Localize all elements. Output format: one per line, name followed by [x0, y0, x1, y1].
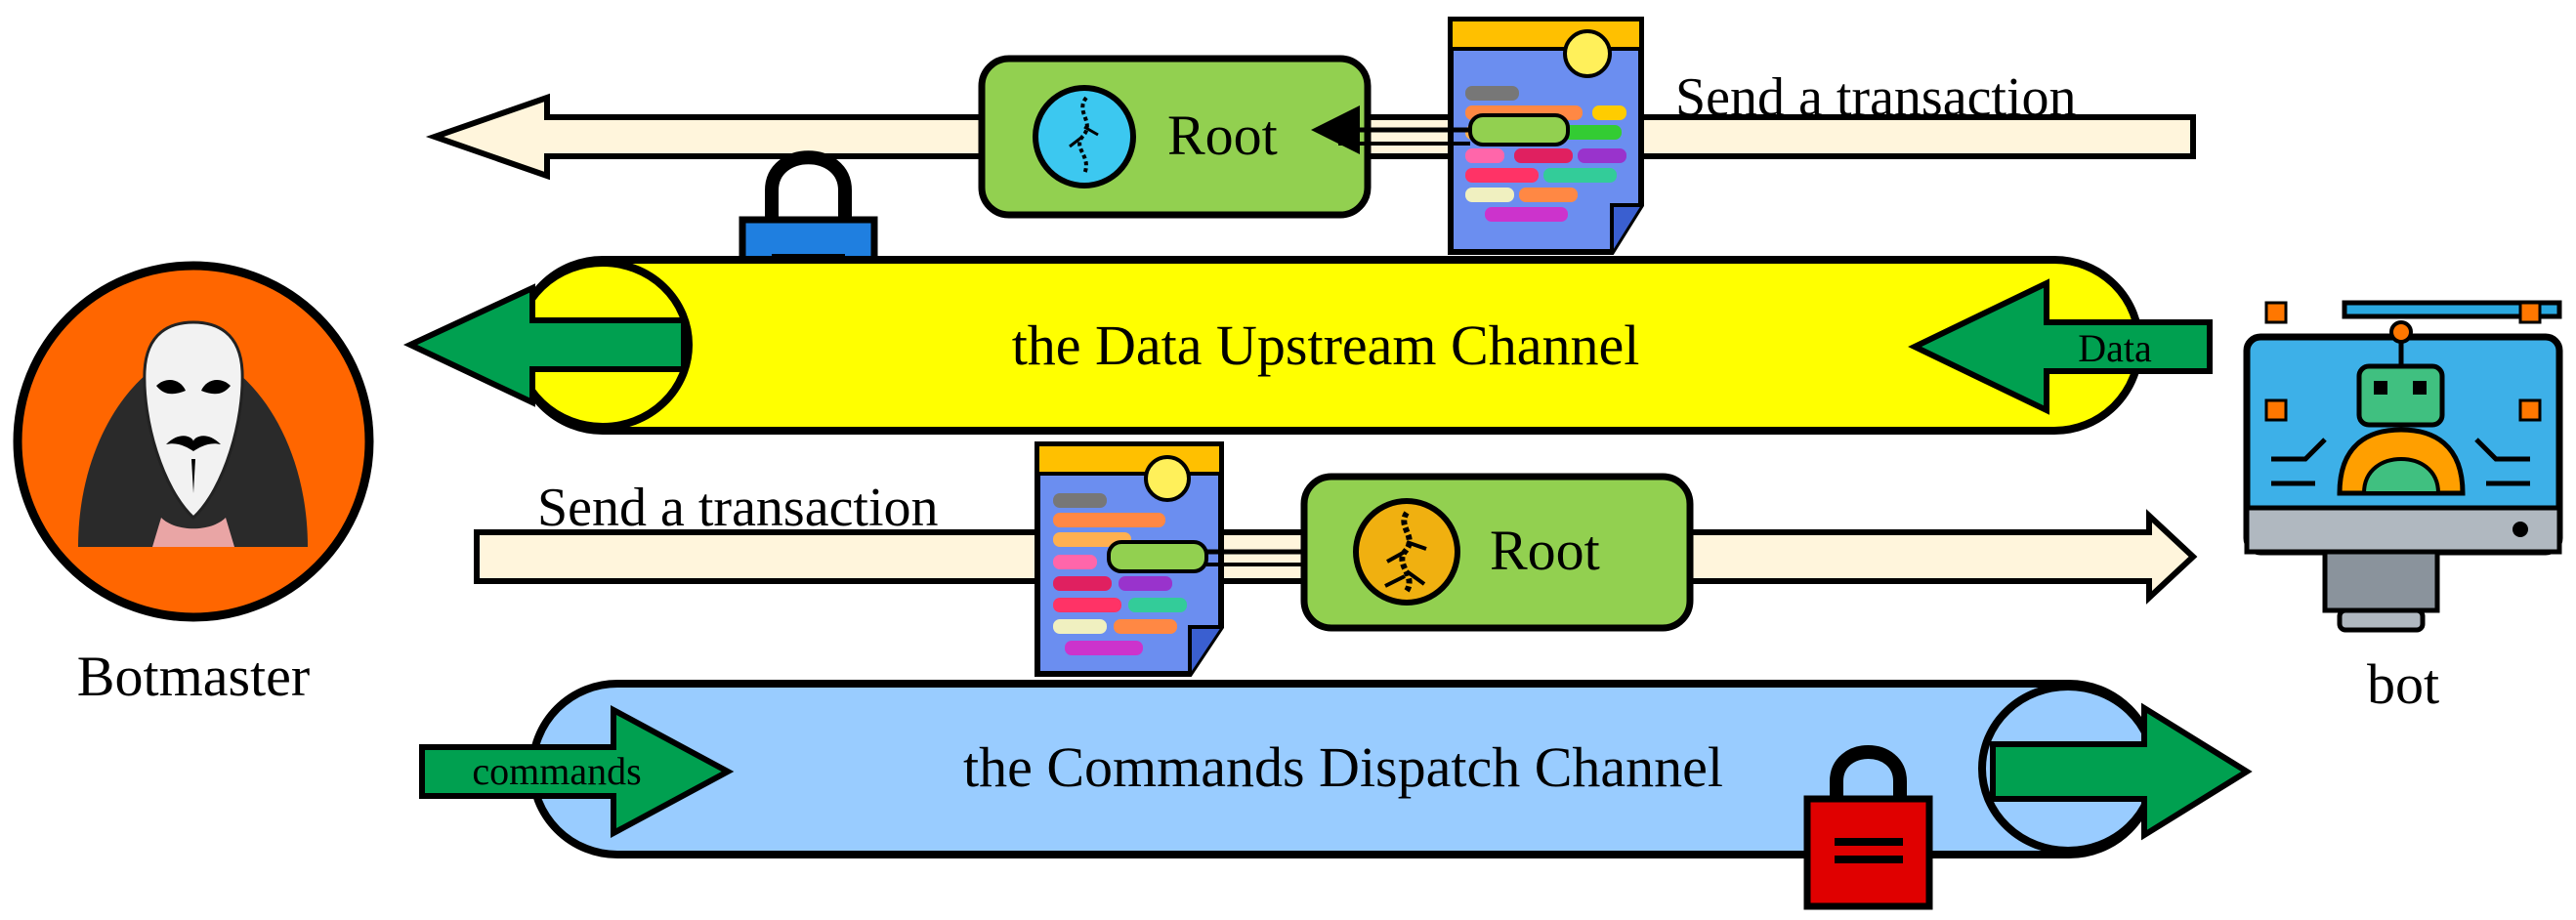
- botmaster-label: Botmaster: [77, 645, 310, 708]
- code-document-icon-top: [1448, 17, 1644, 255]
- hacker-mask-icon: [13, 261, 374, 622]
- data-arrow-label: Data: [2078, 326, 2152, 370]
- upstream-outflow-arrow: [402, 283, 687, 407]
- root-label-top: Root: [1167, 104, 1278, 167]
- send-transaction-label-bottom: Send a transaction: [537, 478, 939, 538]
- root-box-bottom: Root: [1300, 473, 1694, 632]
- robot-monitor-icon: [2243, 300, 2563, 633]
- dispatch-channel-tube: [528, 680, 2158, 858]
- bot-label: bot: [2367, 652, 2439, 716]
- tree-root-icon: [1033, 85, 1136, 188]
- root-label-bottom: Root: [1490, 519, 1600, 582]
- code-document-icon-bottom: [1035, 441, 1224, 677]
- data-arrow: [1908, 278, 2213, 415]
- send-transaction-label-top: Send a transaction: [1675, 67, 2077, 128]
- tree-root-icon: [1353, 498, 1460, 606]
- padlock-icon-red: [1803, 745, 1933, 910]
- commands-arrow-label: commands: [472, 749, 641, 793]
- root-box-top: Root: [978, 55, 1372, 219]
- dispatch-channel-label: the Commands Dispatch Channel: [963, 735, 1723, 799]
- upstream-channel-label: the Data Upstream Channel: [1012, 314, 1640, 377]
- dispatch-outflow-arrow: [1990, 702, 2253, 841]
- commands-arrow: [419, 704, 735, 839]
